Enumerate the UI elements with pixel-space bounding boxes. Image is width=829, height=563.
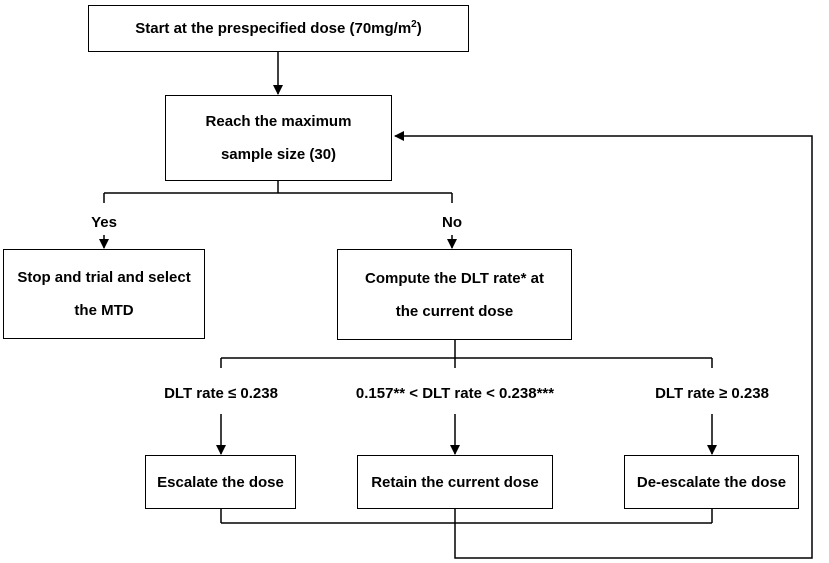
yes-label: Yes — [91, 214, 117, 231]
arrow-feedback-loop — [394, 131, 813, 559]
mid-rate-label: 0.157** < DLT rate < 0.238*** — [355, 385, 555, 402]
deescalate-node: De-escalate the dose — [624, 455, 799, 509]
stop-trial-node: Stop and trial and select the MTD — [3, 249, 205, 339]
reach-max-sample-node: Reach the maximum sample size (30) — [165, 95, 392, 181]
retain-node: Retain the current dose — [357, 455, 553, 509]
start-node: Start at the prespecified dose (70mg/m2) — [88, 5, 469, 52]
high-rate-label: DLT rate ≥ 0.238 — [655, 385, 769, 402]
low-rate-label: DLT rate ≤ 0.238 — [164, 385, 278, 402]
compute-dlt-node: Compute the DLT rate* at the current dos… — [337, 249, 572, 340]
no-label: No — [442, 214, 462, 231]
escalate-node: Escalate the dose — [145, 455, 296, 509]
